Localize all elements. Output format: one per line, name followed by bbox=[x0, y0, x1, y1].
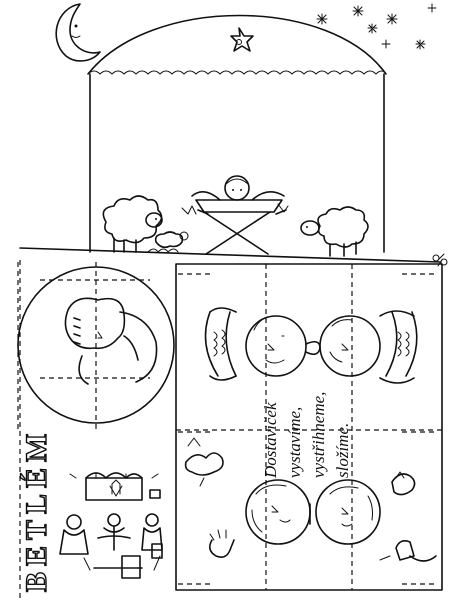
manger-with-baby bbox=[181, 175, 289, 255]
stable-scene bbox=[19, 3, 448, 267]
cutout-pieces: BETLÉM Dostaviček bbox=[17, 260, 443, 600]
poem-line-1: Dostaviček bbox=[261, 402, 280, 479]
bethlehem-star-icon bbox=[230, 27, 254, 52]
sheep-left bbox=[102, 195, 163, 253]
poem-line-2: vystavíme, bbox=[285, 407, 304, 478]
sheep-right bbox=[300, 206, 369, 257]
poem-line-4: složíme. bbox=[333, 423, 352, 478]
scissors-icon bbox=[432, 253, 448, 267]
lower-figures bbox=[184, 437, 437, 562]
upper-figures bbox=[204, 307, 418, 384]
title-text: BETLÉM bbox=[20, 428, 53, 592]
figures-panel bbox=[175, 263, 443, 591]
mary-disc bbox=[17, 262, 175, 430]
poem-line-3: vystřihneme, bbox=[309, 392, 328, 478]
poem: Dostaviček vystavíme, vystřihneme, složí… bbox=[261, 392, 352, 479]
nativity-mini bbox=[59, 472, 163, 579]
stable-roof bbox=[87, 14, 387, 75]
lamb bbox=[147, 231, 189, 253]
crescent-moon-icon bbox=[55, 3, 101, 62]
star-icon bbox=[316, 3, 437, 50]
